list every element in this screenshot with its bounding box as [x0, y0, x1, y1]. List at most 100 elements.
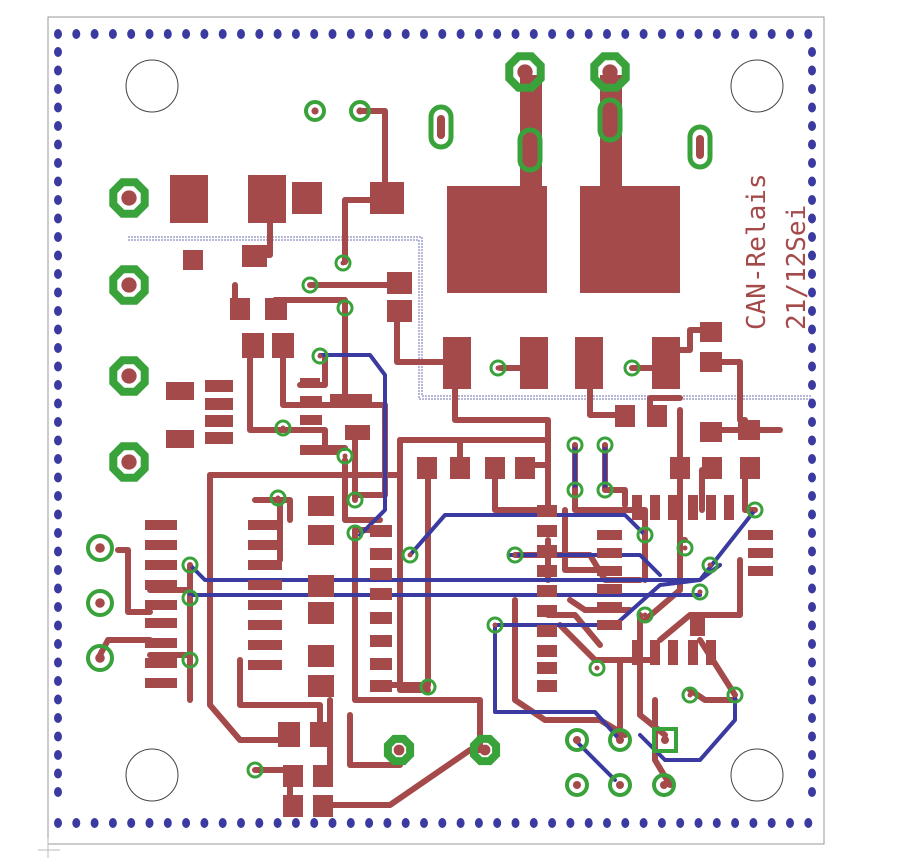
via [401, 546, 419, 564]
th-pad [109, 442, 149, 482]
stitch-via [639, 818, 648, 828]
smd-pad [748, 566, 773, 576]
stitch-via [808, 694, 816, 705]
slot-pad [517, 127, 543, 173]
stitch-via [603, 29, 611, 39]
smd-pad [537, 662, 557, 674]
stitch-via [163, 818, 172, 828]
smd-pad [537, 680, 557, 692]
stitch-via [808, 639, 816, 649]
stitch-via [54, 694, 62, 705]
stitch-via [808, 102, 816, 113]
stitch-via [54, 750, 62, 760]
via [676, 539, 694, 557]
stitch-via [54, 195, 62, 205]
smd-pad [537, 505, 557, 517]
stitch-via [808, 472, 816, 483]
via [346, 491, 364, 509]
stitch-via [808, 435, 816, 446]
stitch-via [808, 306, 816, 316]
drill-hole [573, 781, 581, 789]
stitch-via [54, 676, 62, 686]
stitch-via [54, 639, 62, 649]
smd-pad [145, 520, 177, 530]
drill-hole [95, 598, 105, 608]
via [181, 651, 199, 669]
smd-pad [632, 640, 642, 665]
via [596, 436, 614, 454]
stitch-via [401, 818, 410, 828]
smd-pad [597, 584, 622, 594]
smd-pad [668, 495, 678, 520]
smd-pad [370, 548, 392, 560]
via [691, 583, 709, 601]
via-drill [275, 495, 281, 501]
stitch-via [621, 29, 630, 39]
smd-pad [313, 765, 333, 787]
stitch-via [808, 528, 816, 538]
smd-pad [650, 640, 660, 665]
stitch-via [54, 435, 62, 446]
stitch-via [808, 768, 816, 779]
smd-pad [370, 658, 392, 670]
via-drill [352, 497, 358, 503]
via [701, 556, 719, 574]
via [346, 524, 364, 542]
smd-pad [278, 722, 300, 747]
stitch-via [54, 768, 62, 779]
stitch-via [731, 29, 740, 39]
stitch-via [808, 343, 816, 353]
stitch-via [54, 65, 62, 76]
via [334, 254, 352, 272]
stitch-via [438, 818, 447, 828]
smd-pad [205, 432, 233, 444]
smd-pad [387, 300, 412, 322]
drill-hole [517, 64, 533, 80]
stitch-via [808, 787, 816, 797]
stitch-via [401, 29, 410, 39]
stitch-via [676, 29, 685, 39]
via [336, 299, 354, 317]
drill-hole [479, 744, 491, 756]
stitch-via [310, 29, 319, 39]
via-drill [342, 305, 348, 311]
th-pad [109, 265, 149, 305]
smd-pad [748, 548, 773, 558]
smd-pad [597, 602, 622, 612]
stitch-via [108, 818, 117, 828]
drill-hole [356, 107, 364, 115]
via-drill [642, 612, 648, 618]
via-drill [687, 692, 693, 698]
smd-pad [308, 602, 334, 624]
smd-pad [740, 457, 760, 479]
stitch-via [54, 47, 62, 57]
smd-pad [145, 678, 177, 688]
smd-pad [688, 640, 698, 665]
smd-pad [242, 245, 267, 267]
smd-pad [230, 298, 250, 320]
stitch-via [804, 29, 813, 39]
stitch-via [54, 380, 62, 390]
smd-pad [330, 394, 372, 408]
stitch-via [72, 29, 81, 39]
board-title: CAN-Relais 21/12Sei [742, 173, 812, 330]
stitch-via [54, 84, 62, 94]
via-drill [340, 260, 346, 266]
stitch-via [808, 213, 816, 224]
smd-pad [702, 457, 722, 479]
stitch-via [54, 232, 62, 242]
th-pad [608, 773, 632, 797]
stitch-via [603, 818, 611, 828]
th-pad [608, 728, 632, 752]
smd-pad [300, 378, 320, 388]
stitch-via [182, 818, 191, 828]
stitch-via [420, 29, 428, 39]
smd-pad [537, 605, 557, 617]
slot-drill [696, 135, 704, 159]
stitch-via [676, 818, 685, 828]
stitch-via [54, 306, 62, 316]
stitch-via [108, 29, 117, 39]
smd-pad [242, 333, 264, 358]
slot-pad [687, 124, 713, 170]
mounting-hole-top-right [730, 59, 784, 113]
